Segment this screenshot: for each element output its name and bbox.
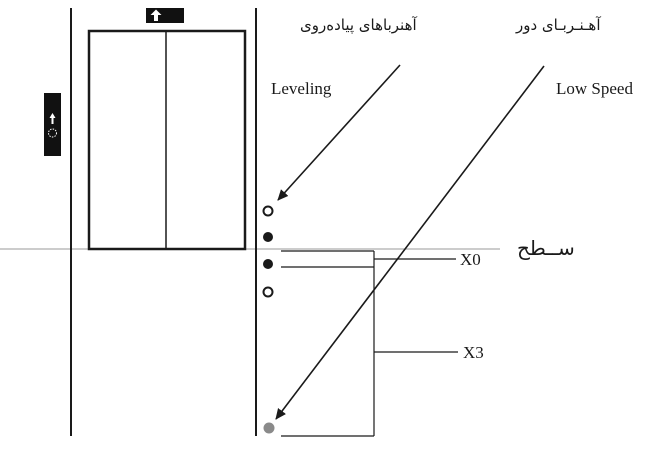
x3-label: X3 <box>463 343 484 362</box>
low-speed-label: Low Speed <box>556 79 633 98</box>
leveling-magnet-lower-open <box>262 286 274 298</box>
elevator-car <box>87 29 247 251</box>
x0-dimension-bracket <box>281 250 456 268</box>
up-arrow-icon <box>49 113 56 124</box>
leveling-magnet-lower-filled <box>263 259 273 269</box>
floor-level-label: ســطح <box>517 236 575 260</box>
slowdown-magnets-title: آهـنـربـای دور <box>516 16 601 34</box>
leveling-magnets-title: آهنرباهای پیاده‌روی <box>300 16 417 34</box>
leveling-magnet-upper-filled <box>263 232 273 242</box>
leveling-magnet-upper-open <box>262 205 274 217</box>
leveling-label: Leveling <box>271 79 332 98</box>
x0-label: X0 <box>460 250 481 269</box>
low-speed-leader-arrow <box>275 65 545 420</box>
car-top-indicator <box>146 8 184 23</box>
up-arrow-icon <box>150 9 162 21</box>
low-speed-magnet <box>263 422 275 434</box>
x3-dimension-bracket <box>281 267 458 437</box>
leveling-leader-arrow <box>277 64 401 201</box>
call-button-icon <box>48 128 57 138</box>
hall-call-panel <box>44 93 61 156</box>
